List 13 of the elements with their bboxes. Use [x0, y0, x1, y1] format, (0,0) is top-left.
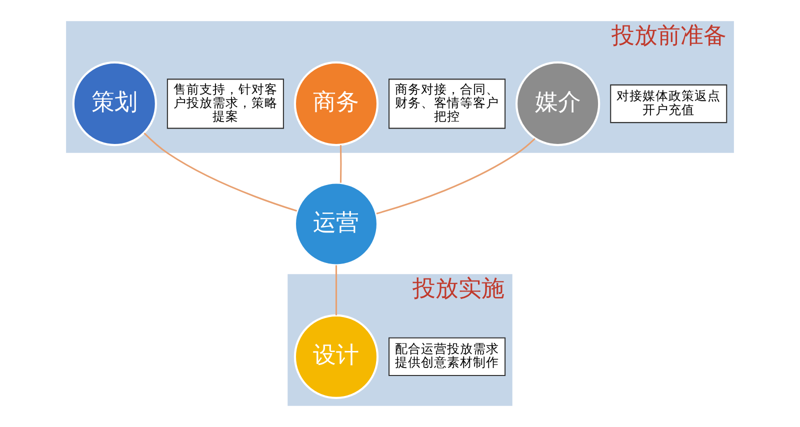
node-label: 对接媒体政策返点开户充值	[616, 88, 721, 117]
connector	[144, 132, 298, 212]
connector	[376, 138, 536, 214]
node-circle: 策划	[72, 61, 157, 146]
node-circle: 运营	[294, 182, 379, 266]
connector	[335, 265, 338, 316]
node-label: 配合运营投放需求提供创意素材制作	[395, 341, 500, 370]
node-label: 商务对接，合同、财务、客情等客户把控	[395, 81, 500, 124]
node-label: 售前支持，针对客户投放需求，策略提案	[173, 81, 278, 124]
node-circle: 媒介	[516, 61, 600, 146]
node-circle: 商务	[294, 61, 379, 146]
node-circle: 设计	[294, 314, 379, 400]
connector	[340, 145, 342, 183]
